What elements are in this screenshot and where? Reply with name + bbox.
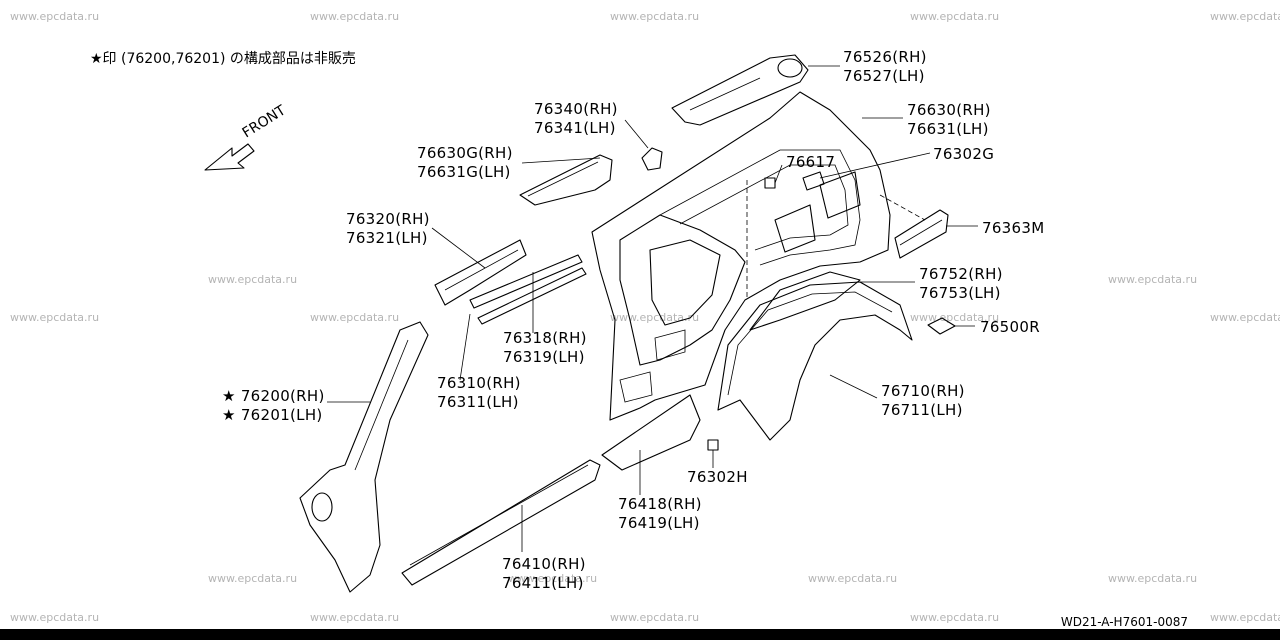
part-number-line: 76363M	[982, 219, 1045, 237]
part-number-line: 76340(RH)	[534, 100, 618, 118]
bracket-76363m	[894, 209, 949, 259]
part-label-76410: 76410(RH)76411(LH)	[502, 555, 586, 593]
watermark: www.epcdata.ru	[208, 273, 298, 286]
wheel-house	[717, 281, 913, 441]
watermark: www.epcdata.ru	[10, 10, 100, 23]
part-number-line: 76318(RH)	[503, 329, 587, 347]
watermark: www.epcdata.ru	[808, 572, 898, 585]
part-number-line: 76630(RH)	[907, 101, 991, 119]
bracket-76302g	[802, 171, 825, 191]
part-number-line: 76630G(RH)	[417, 144, 513, 162]
part-label-76310: 76310(RH)76311(LH)	[437, 374, 521, 412]
part-number-line: 76411(LH)	[502, 574, 584, 592]
part-label-76200: ★ 76200(RH)★ 76201(LH)	[222, 387, 325, 425]
part-number-line: 76526(RH)	[843, 48, 927, 66]
part-number-line: 76341(LH)	[534, 119, 616, 137]
watermark: www.epcdata.ru	[1210, 611, 1280, 624]
watermark: www.epcdata.ru	[10, 611, 100, 624]
part-number-line: 76311(LH)	[437, 393, 519, 411]
pillar-76200	[299, 321, 429, 593]
part-number-line: 76631G(LH)	[417, 163, 511, 181]
part-label-76363m: 76363M	[982, 219, 1044, 238]
clip-76302h	[707, 439, 719, 451]
watermark: www.epcdata.ru	[310, 10, 400, 23]
quarter-panel	[591, 91, 926, 421]
part-number-line: 76631(LH)	[907, 120, 989, 138]
part-number-line: 76500R	[980, 318, 1040, 336]
watermark: www.epcdata.ru	[910, 611, 1000, 624]
part-number-line: 76302G	[933, 145, 995, 163]
part-number-line: 76753(LH)	[919, 284, 1001, 302]
part-label-76630g: 76630G(RH)76631G(LH)	[417, 144, 513, 182]
part-number-line: 76617	[786, 153, 836, 171]
part-label-76617: 76617	[786, 153, 835, 172]
part-number-line: 76410(RH)	[502, 555, 586, 573]
document-id: WD21-A-H7601-0087	[1060, 615, 1188, 629]
watermark: www.epcdata.ru	[1108, 273, 1198, 286]
bottom-bar	[0, 629, 1280, 640]
watermark: www.epcdata.ru	[310, 311, 400, 324]
inner-strip	[519, 154, 613, 206]
part-number-line: 76418(RH)	[618, 495, 702, 513]
part-number-line: 76321(LH)	[346, 229, 428, 247]
watermark: www.epcdata.ru	[910, 10, 1000, 23]
bracket-76500r	[927, 317, 956, 335]
watermark: www.epcdata.ru	[610, 311, 700, 324]
watermark: www.epcdata.ru	[1210, 311, 1280, 324]
part-label-76500r: 76500R	[980, 318, 1040, 337]
wheel-arch-upper	[749, 271, 861, 331]
part-number-line: 76320(RH)	[346, 210, 430, 228]
roof-rail	[671, 54, 809, 126]
watermark: www.epcdata.ru	[10, 311, 100, 324]
part-label-76710: 76710(RH)76711(LH)	[881, 382, 965, 420]
part-number-line: 76711(LH)	[881, 401, 963, 419]
watermark: www.epcdata.ru	[610, 10, 700, 23]
part-number-line: ★ 76200(RH)	[222, 387, 325, 405]
part-label-76318: 76318(RH)76319(LH)	[503, 329, 587, 367]
watermark: www.epcdata.ru	[508, 572, 598, 585]
part-label-76526: 76526(RH)76527(LH)	[843, 48, 927, 86]
strip-76318	[469, 254, 583, 309]
leader-lines	[327, 65, 978, 552]
part-number-line: ★ 76201(LH)	[222, 406, 323, 424]
part-number-line: 76419(LH)	[618, 514, 700, 532]
sill-76410	[401, 459, 601, 586]
clip-76617	[764, 177, 776, 189]
watermark: www.epcdata.ru	[208, 572, 298, 585]
pillar-reinforce-76320	[434, 239, 527, 306]
front-arrow-icon: FRONT	[204, 102, 289, 171]
part-number-line: 76310(RH)	[437, 374, 521, 392]
part-label-76630: 76630(RH)76631(LH)	[907, 101, 991, 139]
part-number-line: 76710(RH)	[881, 382, 965, 400]
part-number-line: 76319(LH)	[503, 348, 585, 366]
sill-extension-76418	[601, 394, 701, 471]
front-label: FRONT	[240, 102, 289, 141]
note-text: ★印 (76200,76201) の構成部品は非販売	[90, 51, 356, 67]
part-label-76752: 76752(RH)76753(LH)	[919, 265, 1003, 303]
part-label-76302h: 76302H	[687, 468, 748, 487]
watermark: www.epcdata.ru	[910, 311, 1000, 324]
part-number-line: 76302H	[687, 468, 748, 486]
part-label-76418: 76418(RH)76419(LH)	[618, 495, 702, 533]
part-number-line: 76752(RH)	[919, 265, 1003, 283]
watermark: www.epcdata.ru	[1108, 572, 1198, 585]
watermark: www.epcdata.ru	[310, 611, 400, 624]
part-label-76340: 76340(RH)76341(LH)	[534, 100, 618, 138]
part-label-76302g: 76302G	[933, 145, 994, 164]
watermark: www.epcdata.ru	[610, 611, 700, 624]
part-number-line: 76527(LH)	[843, 67, 925, 85]
clip-76340	[641, 147, 663, 171]
part-label-76320: 76320(RH)76321(LH)	[346, 210, 430, 248]
watermark: www.epcdata.ru	[1210, 10, 1280, 23]
